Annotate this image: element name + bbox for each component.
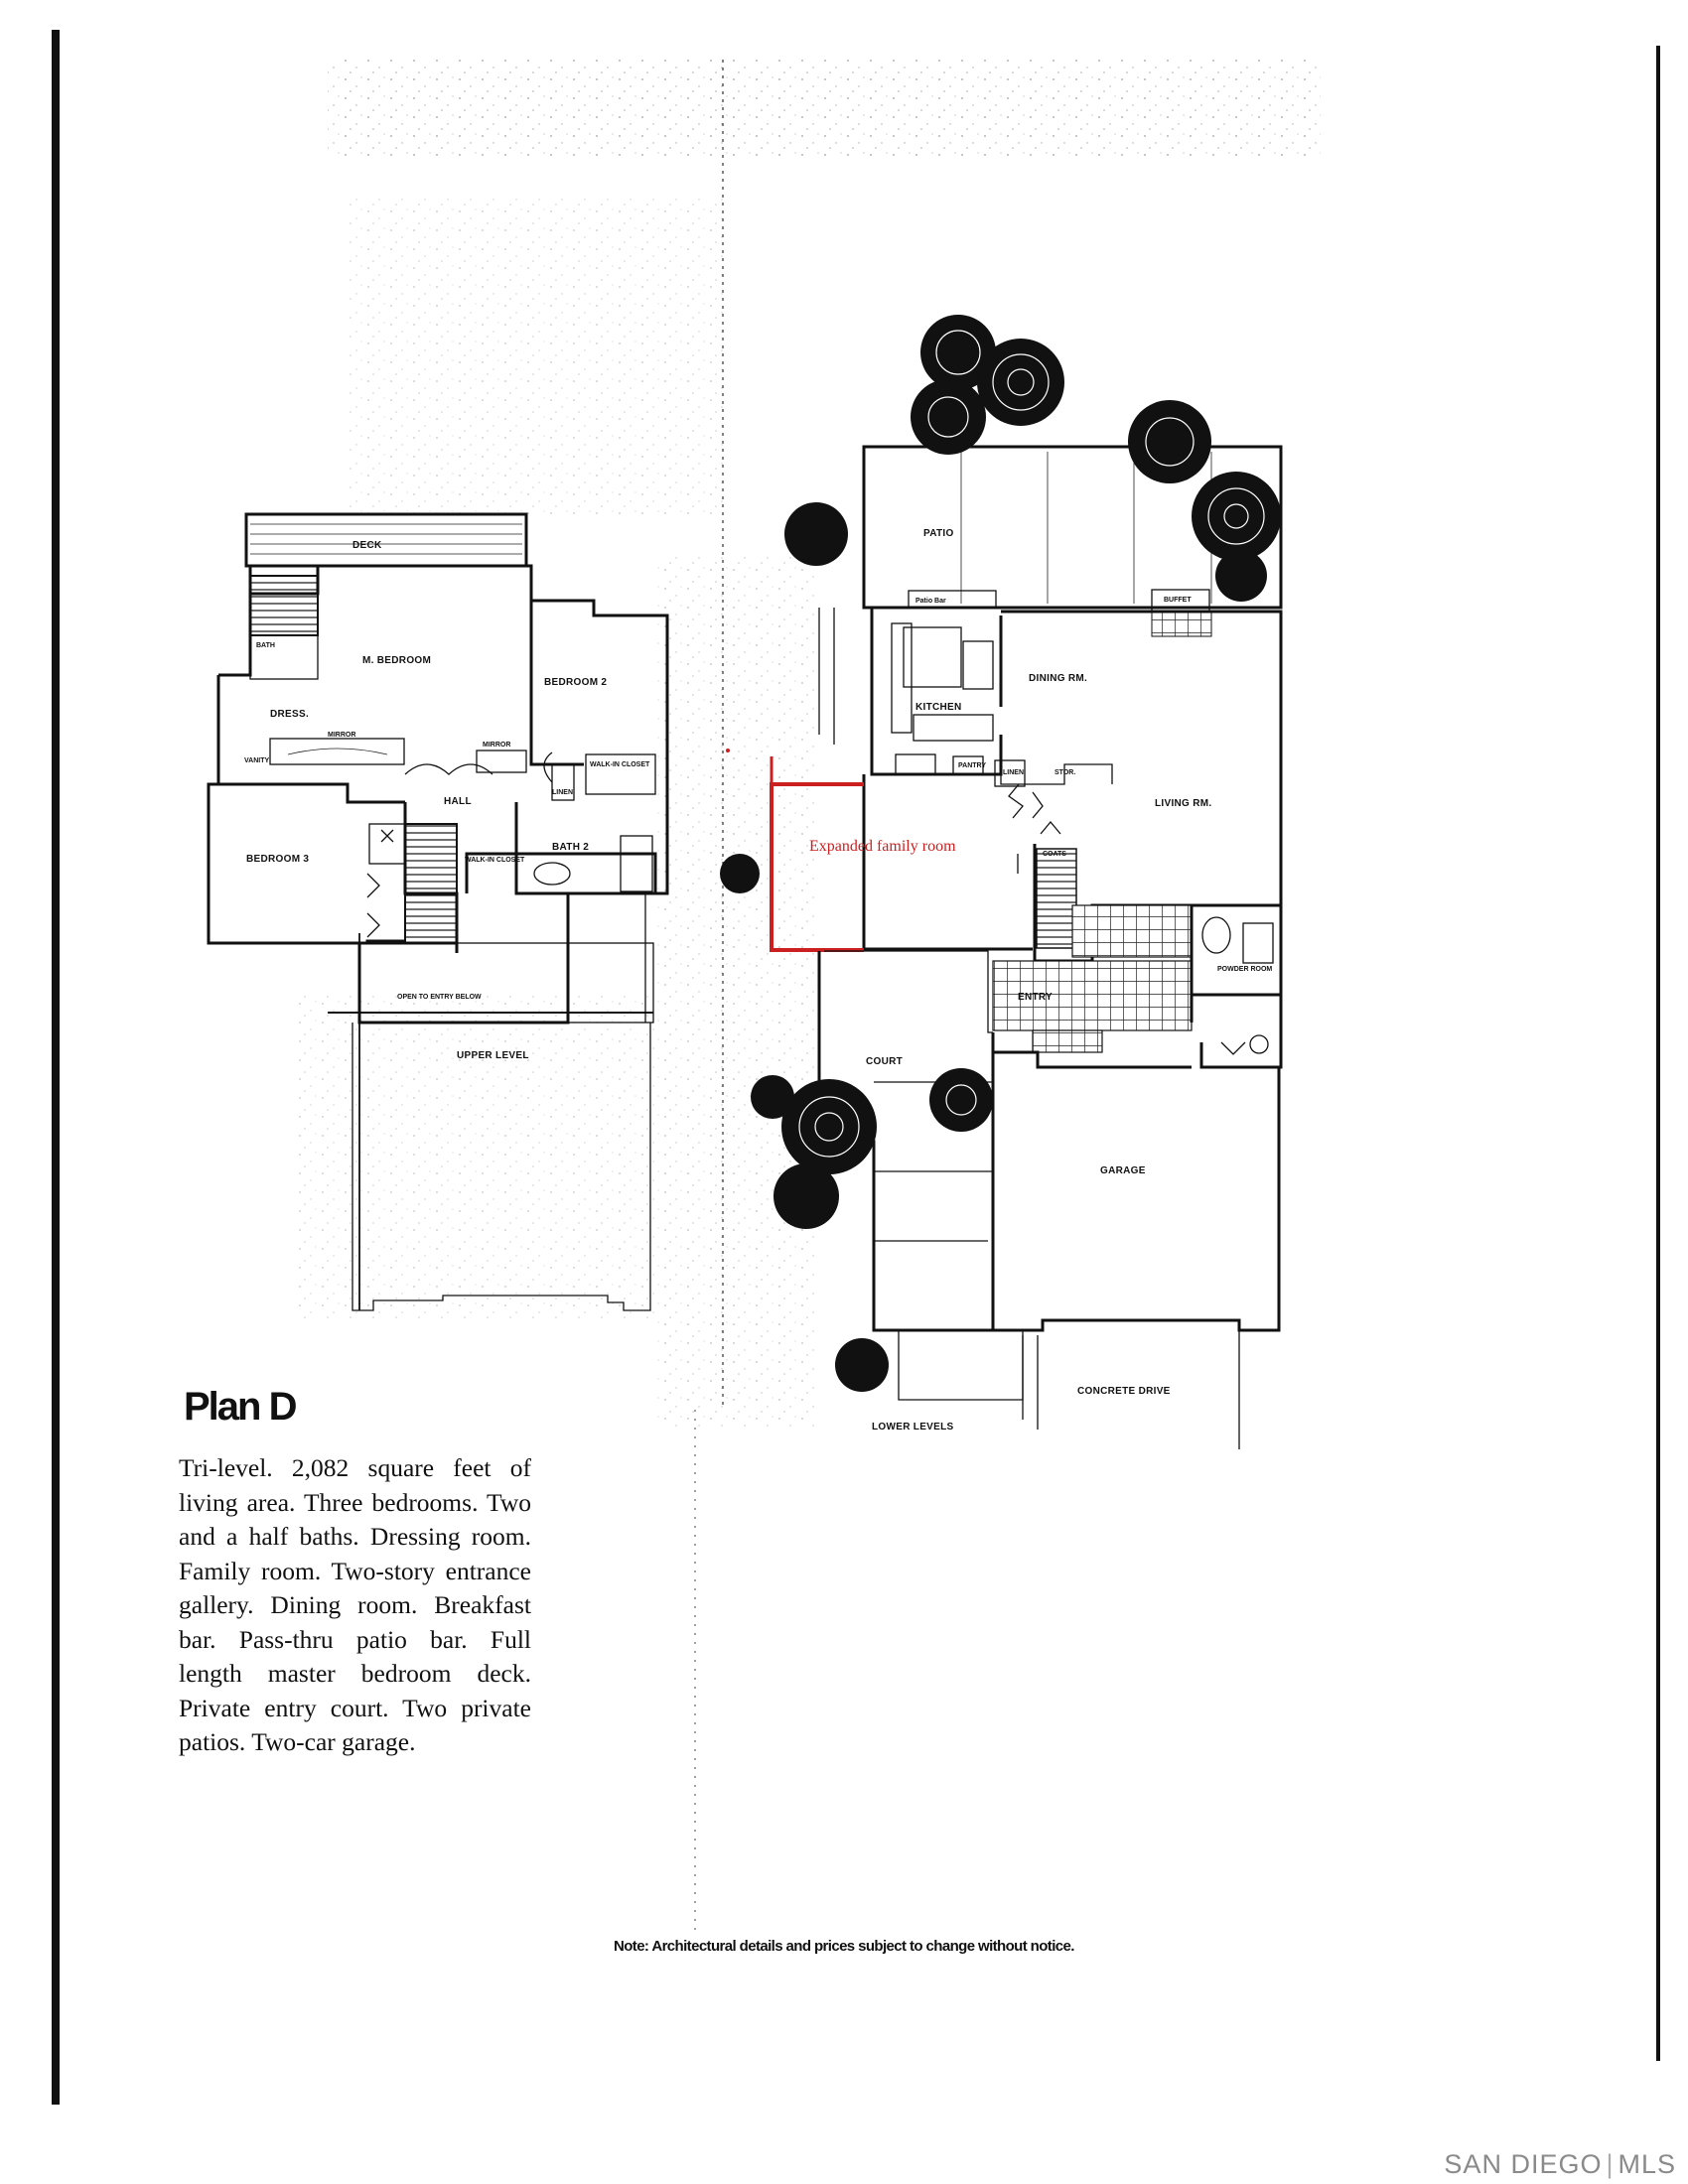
mirror-label-1: MIRROR — [328, 732, 355, 739]
watermark-right: MLS — [1618, 2149, 1676, 2179]
plan-description: Tri-level. 2,082 square feet of living a… — [179, 1453, 531, 1756]
upper-bath-label: BATH — [256, 642, 275, 649]
storage-label: STOR. — [1055, 769, 1075, 776]
garage-label: GARAGE — [1100, 1165, 1146, 1176]
walk-in-closet-label-1: WALK-IN CLOSET — [590, 761, 650, 768]
entry-label: ENTRY — [1018, 992, 1053, 1003]
dining-label: DINING RM. — [1029, 673, 1087, 684]
patio — [862, 445, 1283, 610]
powder-room-label: POWDER ROOM — [1217, 966, 1272, 973]
deck — [244, 512, 528, 568]
patio-bar-label: Patio Bar — [915, 598, 946, 605]
tree-icon — [920, 315, 996, 390]
buffet-label: BUFFET — [1164, 597, 1192, 604]
master-bedroom-label: M. BEDROOM — [362, 655, 431, 666]
mirror-label-2: MIRROR — [483, 742, 510, 749]
concrete-drive-label: CONCRETE DRIVE — [1077, 1386, 1171, 1397]
bath-2-label: BATH 2 — [552, 842, 589, 853]
footer-note: Note: Architectural details and prices s… — [614, 1938, 1074, 1955]
mls-watermark: SAN DIEGO|MLS — [1444, 2149, 1676, 2179]
bedroom-3-label: BEDROOM 3 — [246, 854, 309, 865]
expanded-family-room-annotation: Expanded family room — [809, 838, 956, 855]
tree-icon — [751, 1075, 794, 1119]
patio-label: PATIO — [923, 528, 954, 539]
tree-icon — [784, 502, 848, 566]
tree-icon — [1128, 400, 1211, 483]
tree-icon — [929, 1068, 993, 1132]
walk-in-closet-label-2: WALK-IN CLOSET — [465, 857, 525, 864]
upper-level-plan: DECK M. BEDROOM BEDROOM 2 BEDROOM 3 DRES… — [207, 512, 669, 1311]
tree-icon — [720, 854, 760, 893]
lower-level-label: LOWER LEVELS — [872, 1422, 954, 1433]
landscape-trees — [720, 315, 1281, 1392]
tree-icon — [781, 1079, 877, 1174]
lower-level-plan: PATIO Patio Bar KITCHEN DINING RM. LIVIN… — [726, 445, 1283, 1449]
tree-icon — [774, 1163, 839, 1229]
open-to-entry-label: OPEN TO ENTRY BELOW — [397, 994, 482, 1001]
tree-icon — [1192, 472, 1281, 561]
dressing-label: DRESS. — [270, 709, 309, 720]
coats-label: COATS — [1043, 851, 1066, 858]
page-left-border — [52, 30, 60, 2105]
tree-icon — [911, 379, 986, 455]
linen-label-lower: LINEN — [1003, 769, 1024, 776]
tree-icon — [977, 339, 1064, 426]
hall-label: HALL — [444, 796, 472, 807]
upper-level-label: UPPER LEVEL — [457, 1050, 529, 1061]
tree-icon — [1215, 550, 1267, 602]
linen-label-upper: LINEN — [552, 789, 573, 796]
expanded-family-room-outline — [770, 782, 864, 952]
pantry-label: PANTRY — [958, 762, 986, 769]
tree-icon — [835, 1338, 889, 1392]
upper-bath — [249, 634, 319, 680]
plan-title: Plan D — [184, 1385, 297, 1429]
bedroom-2-label: BEDROOM 2 — [544, 677, 607, 688]
watermark-left: SAN DIEGO — [1444, 2149, 1603, 2179]
kitchen-label: KITCHEN — [915, 702, 962, 713]
living-label: LIVING RM. — [1155, 798, 1211, 809]
vanity-label: VANITY — [244, 757, 269, 764]
upper-deck-label: DECK — [352, 540, 382, 551]
court-label: COURT — [866, 1056, 903, 1067]
scan-noise — [298, 60, 1321, 1430]
page-right-border — [1656, 46, 1660, 2061]
